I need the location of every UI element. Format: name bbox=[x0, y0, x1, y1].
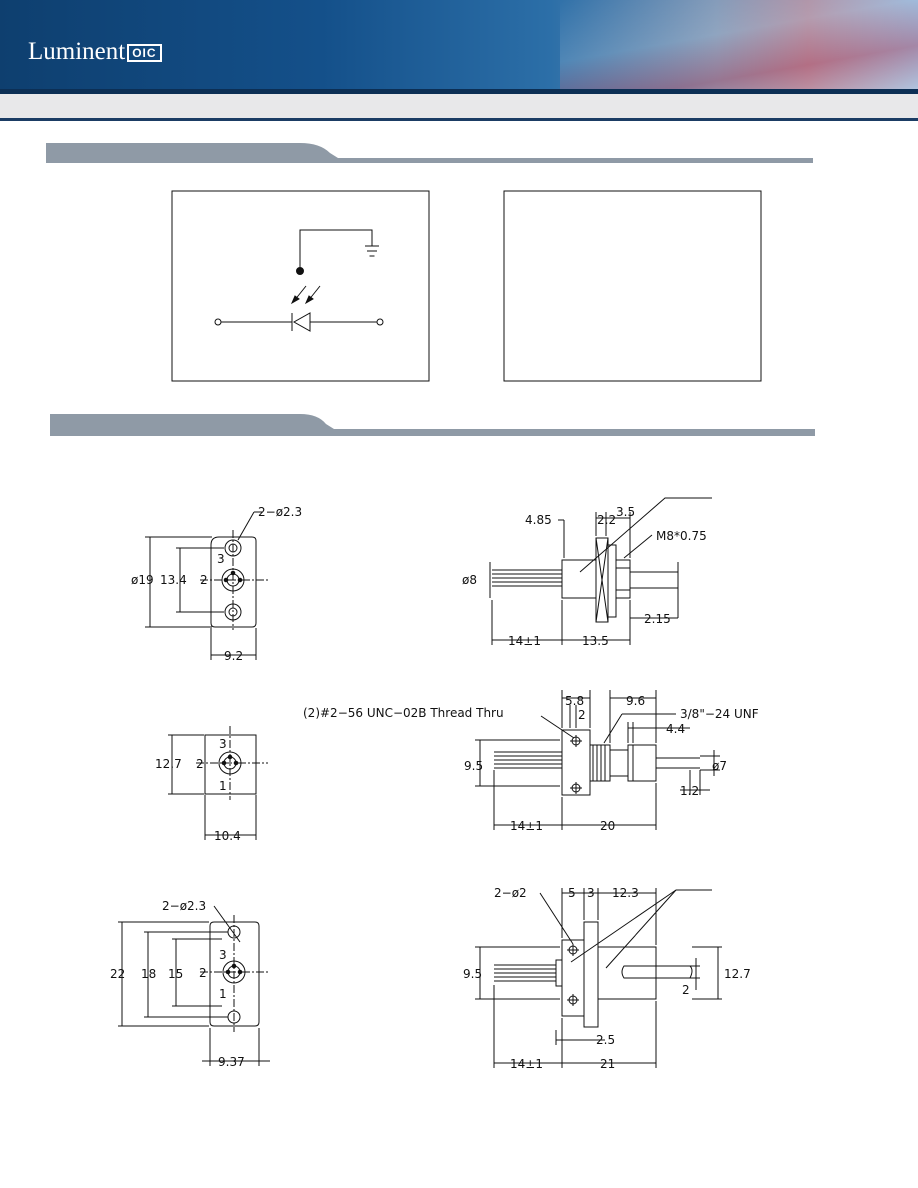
d2-len1-label: 14±1 bbox=[508, 634, 541, 648]
d4-len2-label: 20 bbox=[600, 819, 615, 833]
d3-pin2-label: 2 bbox=[196, 757, 204, 771]
d4-thread-label: 3/8"−24 UNF bbox=[680, 707, 759, 721]
d2-dia-label: ø8 bbox=[462, 573, 477, 587]
d2-thread-label: M8*0.75 bbox=[656, 529, 707, 543]
schematic-box-right bbox=[503, 190, 762, 382]
d4-dia-label: ø7 bbox=[712, 759, 727, 773]
drawing-3-front-view bbox=[168, 726, 268, 840]
photodiode-symbol bbox=[214, 229, 384, 332]
d6-len1-label: 14±1 bbox=[510, 1057, 543, 1071]
d3-width-label: 10.4 bbox=[214, 829, 241, 843]
drawing-2-side-view bbox=[489, 497, 712, 645]
d5-pin2-label: 2 bbox=[199, 966, 207, 980]
schematic-box-left bbox=[171, 190, 430, 382]
d2-offset-label: 2.15 bbox=[644, 612, 671, 626]
d6-height-label: 9.5 bbox=[463, 967, 482, 981]
header-decoration bbox=[560, 0, 918, 92]
drawing-6-side-view bbox=[475, 888, 722, 1068]
d3-height-label: 12.7 bbox=[155, 757, 182, 771]
d4-len1-label: 14±1 bbox=[510, 819, 543, 833]
d1-pin3-label: 3 bbox=[217, 552, 225, 566]
d2-c-label: 3.5 bbox=[616, 505, 635, 519]
logo-box: OIC bbox=[127, 44, 162, 63]
drawing-5-front-view bbox=[118, 905, 270, 1066]
logo-text: Luminent bbox=[28, 38, 126, 65]
d4-thru-label: (2)#2−56 UNC−02B Thread Thru bbox=[303, 706, 504, 720]
d4-c-label: 9.6 bbox=[626, 694, 645, 708]
drawing-1-front-view bbox=[145, 511, 270, 660]
d5-pin3-label: 3 bbox=[219, 948, 227, 962]
d4-height-label: 9.5 bbox=[464, 759, 483, 773]
d3-pin1-label: 1 bbox=[219, 779, 227, 793]
d6-d-label: 2 bbox=[682, 983, 690, 997]
d1-width-label: 9.2 bbox=[224, 649, 243, 663]
d2-b-label: 2.2 bbox=[597, 513, 616, 527]
d6-a-label: 5 bbox=[568, 886, 576, 900]
d5-h1-label: 22 bbox=[110, 967, 125, 981]
d4-b-label: 2 bbox=[578, 708, 586, 722]
d1-pitch-label: 13.4 bbox=[160, 573, 187, 587]
d4-a-label: 5.8 bbox=[565, 694, 584, 708]
header-divider bbox=[0, 89, 918, 94]
header-subline bbox=[0, 118, 918, 121]
d6-e-label: 2.5 bbox=[596, 1033, 615, 1047]
section-tab-2 bbox=[50, 414, 815, 436]
d3-pin3-label: 3 bbox=[219, 737, 227, 751]
d5-h3-label: 15 bbox=[168, 967, 183, 981]
d6-c-label: 12.3 bbox=[612, 886, 639, 900]
d4-e-label: 1.2 bbox=[680, 784, 699, 798]
section-tab-1 bbox=[46, 143, 813, 163]
d1-pin2-label: 2 bbox=[200, 573, 208, 587]
d2-len2-label: 13.5 bbox=[582, 634, 609, 648]
d6-h2-label: 12.7 bbox=[724, 967, 751, 981]
d6-len2-label: 21 bbox=[600, 1057, 615, 1071]
d1-dia-label: ø19 bbox=[131, 573, 154, 587]
d6-b-label: 3 bbox=[587, 886, 595, 900]
d2-a-label: 4.85 bbox=[525, 513, 552, 527]
d5-h2-label: 18 bbox=[141, 967, 156, 981]
d1-hole-label: 2−ø2.3 bbox=[258, 505, 302, 519]
d4-d-label: 4.4 bbox=[666, 722, 685, 736]
d6-hole-label: 2−ø2 bbox=[494, 886, 527, 900]
d5-hole-label: 2−ø2.3 bbox=[162, 899, 206, 913]
d5-pin1-label: 1 bbox=[219, 987, 227, 1001]
header-subbar bbox=[0, 94, 918, 118]
drawing-4-side-view bbox=[475, 690, 720, 830]
d5-width-label: 9.37 bbox=[218, 1055, 245, 1069]
